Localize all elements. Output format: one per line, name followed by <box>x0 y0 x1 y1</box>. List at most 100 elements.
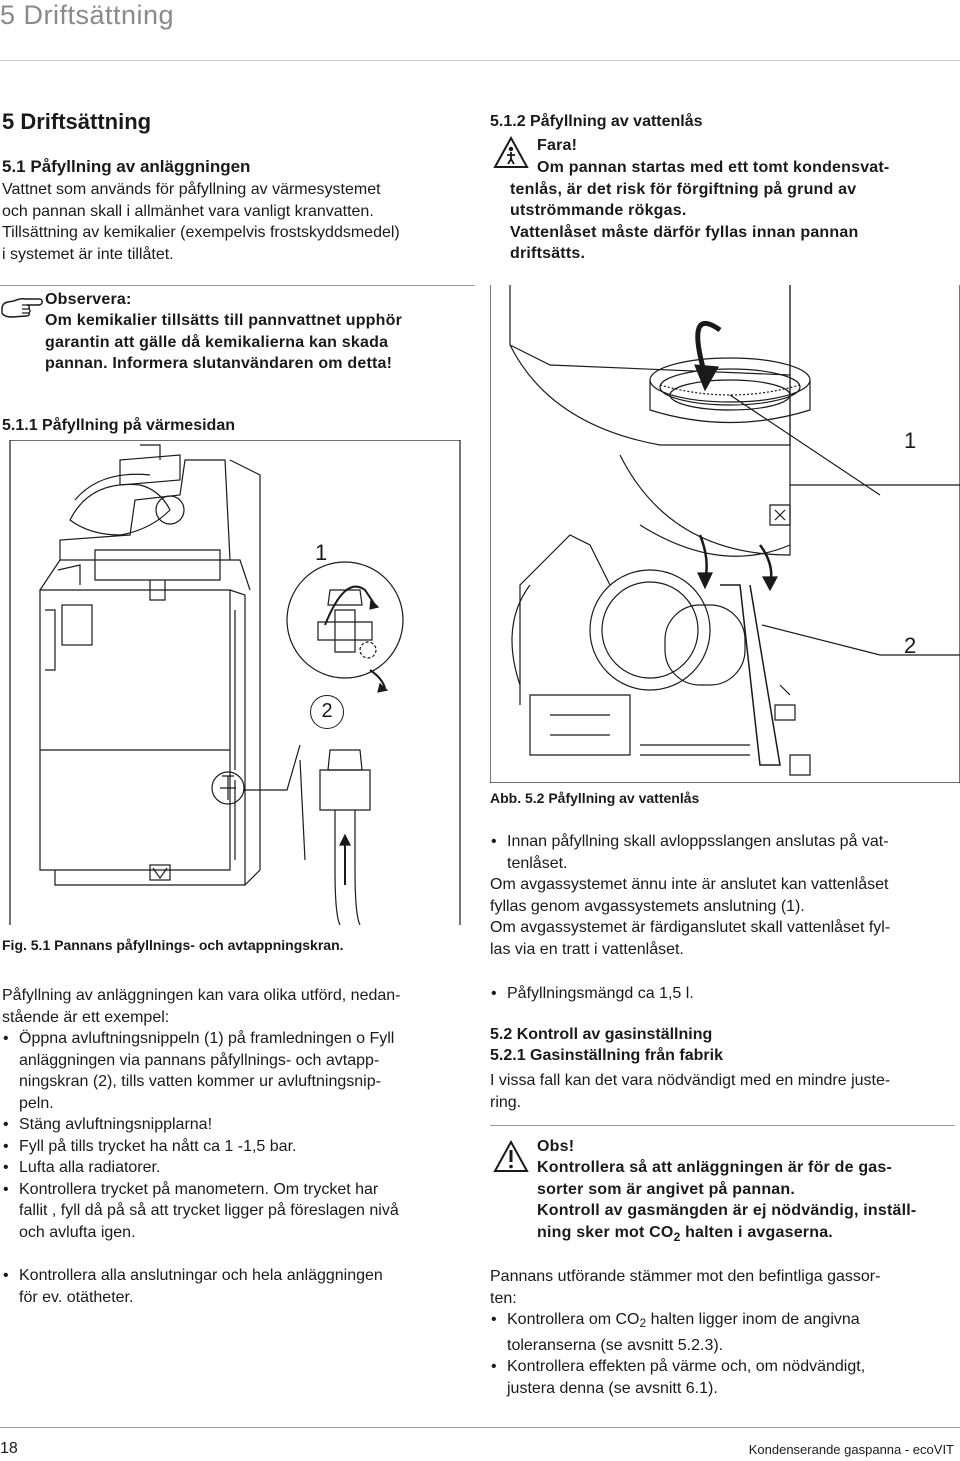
chapter-title: 5 Driftsättning <box>2 109 152 134</box>
text-line: pannan. Informera slutanvändaren om dett… <box>45 355 393 372</box>
figure-5-1-callout-1: 1 <box>315 540 328 565</box>
text-line: ten: <box>490 1289 517 1307</box>
note-label: Observera: <box>45 291 132 308</box>
header-rule <box>0 60 960 61</box>
text-line: utströmmande rökgas. <box>510 202 687 219</box>
text-line: peln. <box>19 1094 54 1112</box>
footer-rule <box>0 1427 960 1428</box>
text-line: anläggningen via pannans påfyllnings- oc… <box>19 1051 380 1069</box>
figure-5-1-caption: Fig. 5.1 Pannans påfyllnings- och avtapp… <box>2 937 344 953</box>
text-line: driftsätts. <box>510 245 586 262</box>
section-5-1-2-title: 5.1.2 Påfyllning av vattenlås <box>490 113 703 130</box>
gas-intro: Pannans utförande stämmer mot den befint… <box>490 1266 955 1309</box>
text-line: Kontrollera trycket på manometern. Om tr… <box>19 1180 379 1198</box>
note-rule <box>0 285 475 286</box>
list-item: Kontrollera effekten på värme och, om nö… <box>490 1356 955 1399</box>
note-box: Observera: Om kemikalier tillsätts till … <box>0 285 475 372</box>
text-line: I vissa fall kan det vara nödvändigt med… <box>490 1072 891 1089</box>
text-part: Kontrollera om CO <box>507 1311 640 1328</box>
list-item: Innan påfyllning skall avloppsslangen an… <box>490 831 955 874</box>
text-line: ningskran (2), tills vatten kommer ur av… <box>19 1073 381 1090</box>
section-5-1-text: Vattnet som används för påfyllning av vä… <box>2 179 472 265</box>
text-line: sorter som är angivet på pannan. <box>537 1180 796 1198</box>
text-line: stående är ett exempel: <box>2 1008 170 1026</box>
page-number: 18 <box>0 1440 18 1457</box>
section-5-2-1-title: 5.2.1 Gasinställning från fabrik <box>490 1047 723 1064</box>
footer-doc-title: Kondenserande gaspanna - ecoVIT <box>748 1442 954 1457</box>
text-part: halten ligger inom de angivna <box>646 1311 860 1328</box>
text-line: Kontrollera effekten på värme och, om nö… <box>507 1358 866 1375</box>
section-5-1-1-title: 5.1.1 Påfyllning på värmesidan <box>2 417 235 434</box>
subscript: 2 <box>639 1316 647 1330</box>
list-item: Påfyllningsmängd ca 1,5 l. <box>490 983 955 1005</box>
caution-rule <box>490 1125 955 1126</box>
text-line: las via en tratt i vattenlåset. <box>490 940 684 958</box>
text-line: tenlåset. <box>507 854 568 872</box>
text-line: i systemet är inte tillåtet. <box>2 245 174 263</box>
text-line: toleranserna (se avsnitt 5.2.3). <box>507 1336 724 1354</box>
list-item: Kontrollera trycket på manometern. Om tr… <box>2 1179 472 1244</box>
figure-5-2-caption: Abb. 5.2 Påfyllning av vattenlås <box>490 790 700 806</box>
figure-5-2: 1 2 <box>490 285 960 783</box>
danger-warning-icon <box>493 136 529 168</box>
list-item: Fyll på tills trycket ha nått ca 1 -1,5 … <box>2 1136 472 1158</box>
caution-text: Kontrollera så att anläggningen är för d… <box>537 1157 957 1248</box>
text-line: garantin att gälle då kemikalierna kan s… <box>45 333 389 351</box>
text-line: ring. <box>490 1093 522 1111</box>
fill-intro: Påfyllning av anläggningen kan vara olik… <box>2 985 472 1028</box>
text-line: Kontrollera om CO2 halten ligger inom de… <box>507 1309 955 1335</box>
danger-label: Fara! <box>537 137 578 154</box>
text-part: halten i avgaserna. <box>680 1223 833 1241</box>
list-item: Kontrollera om CO2 halten ligger inom de… <box>490 1309 955 1356</box>
siphon-amount-list: Påfyllningsmängd ca 1,5 l. <box>490 983 955 1005</box>
text-part: ning sker mot CO <box>537 1223 674 1241</box>
text-line: Tillsättning av kemikalier (exempelvis f… <box>2 224 400 241</box>
caution-label: Obs! <box>537 1138 575 1155</box>
text-line: tenlås, är det risk för förgiftning på g… <box>510 180 857 198</box>
text-line: Innan påfyllning skall avloppsslangen an… <box>507 833 889 850</box>
pointing-hand-icon <box>1 298 43 318</box>
list-item: Öppna avluftningsnippeln (1) på framledn… <box>2 1028 472 1114</box>
text-line: fyllas genom avgassystemets anslutning (… <box>490 897 805 915</box>
gas-check-list: Kontrollera om CO2 halten ligger inom de… <box>490 1309 955 1399</box>
subscript: 2 <box>673 1229 681 1244</box>
list-item: Kontrollera alla anslutningar och hela a… <box>2 1265 472 1308</box>
text-line: Öppna avluftningsnippeln (1) på framledn… <box>19 1030 395 1047</box>
danger-text: Om pannan startas med ett tomt kondensva… <box>510 157 957 265</box>
text-line: Om avgassystemet är färdiganslutet skall… <box>490 919 891 936</box>
text-line: Om avgassystemet ännu inte är anslutet k… <box>490 876 889 893</box>
text-line: Påfyllning av anläggningen kan vara olik… <box>2 987 401 1004</box>
figure-5-1: 1 2 <box>0 440 475 925</box>
boiler-fill-valve-illustration <box>9 440 461 925</box>
text-line: för ev. otätheter. <box>19 1288 134 1306</box>
figure-5-2-callout-1: 1 <box>904 428 917 453</box>
fill-steps-list: Öppna avluftningsnippeln (1) på framledn… <box>2 1028 472 1243</box>
text-line: fallit , fyll då på så att trycket ligge… <box>19 1202 399 1219</box>
text-line: Kontrollera så att anläggningen är för d… <box>537 1159 893 1176</box>
text-line: och pannan skall i allmänhet vara vanlig… <box>2 202 374 220</box>
text-line: Vattenlåset måste därför fyllas innan pa… <box>510 223 859 241</box>
text-line: och avlufta igen. <box>19 1223 136 1241</box>
text-line: Pannans utförande stämmer mot den befint… <box>490 1268 881 1285</box>
list-item: Stäng avluftningsnipplarna! <box>2 1114 472 1136</box>
siphon-text: Om avgassystemet ännu inte är anslutet k… <box>490 874 955 960</box>
siphon-steps-list: Innan påfyllning skall avloppsslangen an… <box>490 831 955 874</box>
figure-5-2-callout-2: 2 <box>904 633 917 658</box>
text-line: ning sker mot CO2 halten i avgaserna. <box>537 1222 957 1249</box>
text-line: Kontrollera alla anslutningar och hela a… <box>19 1267 383 1284</box>
list-item: Lufta alla radiatorer. <box>2 1157 472 1179</box>
text-line: Om pannan startas med ett tomt kondensva… <box>537 159 890 176</box>
caution-warning-icon <box>493 1140 529 1172</box>
section-5-2-title: 5.2 Kontroll av gasinställning <box>490 1026 713 1043</box>
siphon-fill-illustration <box>490 285 960 783</box>
section-5-1-title: 5.1 Påfyllning av anläggningen <box>2 157 251 176</box>
check-list: Kontrollera alla anslutningar och hela a… <box>2 1265 472 1308</box>
text-line: Om kemikalier tillsätts till pannvattnet… <box>45 312 403 329</box>
running-header: 5 Driftsättning <box>0 0 175 30</box>
text-line: justera denna (se avsnitt 6.1). <box>507 1379 718 1397</box>
note-text: Om kemikalier tillsätts till pannvattnet… <box>45 310 475 375</box>
text-line: Kontroll av gasmängden är ej nödvändig, … <box>537 1202 917 1219</box>
figure-5-1-callout-2: 2 <box>310 695 344 729</box>
text-line: Vattnet som används för påfyllning av vä… <box>2 181 381 198</box>
section-5-2-1-text: I vissa fall kan det vara nödvändigt med… <box>490 1070 955 1113</box>
